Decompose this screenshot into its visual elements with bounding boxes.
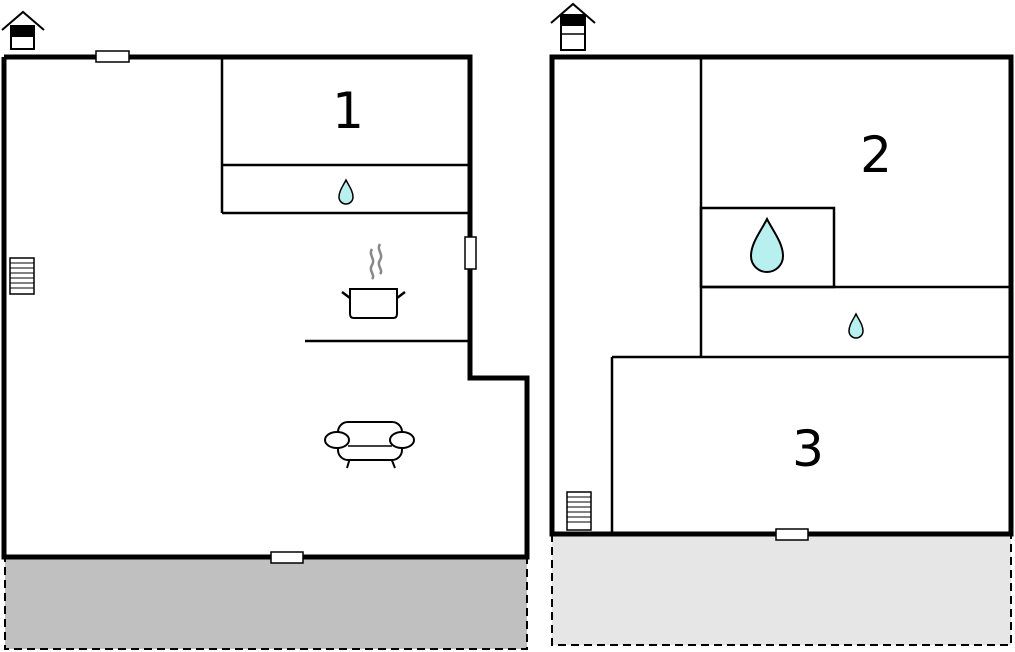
left-outer-wall: [1, 54, 530, 560]
window: [95, 50, 130, 63]
floor-right: 2 3: [549, 2, 1014, 541]
terrace-left: [4, 557, 528, 650]
staircase-icon: [566, 491, 592, 531]
sofa-icon: [324, 421, 415, 469]
room-3-label: 3: [792, 420, 824, 478]
water-drop-icon: [848, 312, 864, 339]
water-drop-icon: [749, 216, 785, 273]
window: [775, 528, 809, 541]
terrace-right: [551, 534, 1012, 646]
staircase-icon: [9, 257, 35, 295]
water-drop-icon: [338, 178, 354, 205]
room-1-label: 1: [332, 82, 364, 140]
kitchen-pot-icon: [341, 243, 406, 319]
window: [270, 551, 304, 564]
home-icon: [550, 2, 596, 51]
right-outer-wall: [549, 54, 1014, 537]
room-2-label: 2: [860, 126, 892, 184]
floor-left: 1: [1, 10, 530, 564]
home-icon: [1, 10, 45, 50]
window: [464, 236, 477, 270]
